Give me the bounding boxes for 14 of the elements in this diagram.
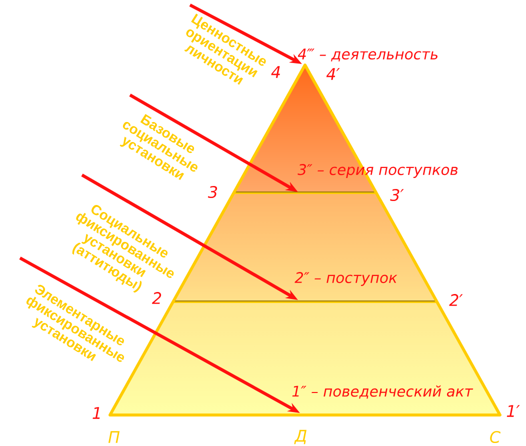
vertex-label: 1 [92, 407, 100, 419]
level-text: 4‴ – деятельность [298, 48, 438, 62]
vertex-label: 4 [271, 66, 280, 78]
vertex-label: 2 [152, 292, 162, 304]
vertex-label: 1′ [506, 405, 520, 417]
vertex-label: 2′ [449, 294, 463, 306]
vertex-label: 3′ [390, 188, 404, 202]
axis-letter: П [108, 431, 120, 443]
axis-letter: Д [294, 430, 306, 444]
level-text: 2″ – поступок [294, 272, 398, 286]
axis-letter: С [490, 430, 501, 444]
level-text: 1″ – поведенческий акт [292, 385, 474, 399]
vertex-label: 3 [208, 186, 218, 198]
vertex-label: 4′ [326, 68, 340, 80]
